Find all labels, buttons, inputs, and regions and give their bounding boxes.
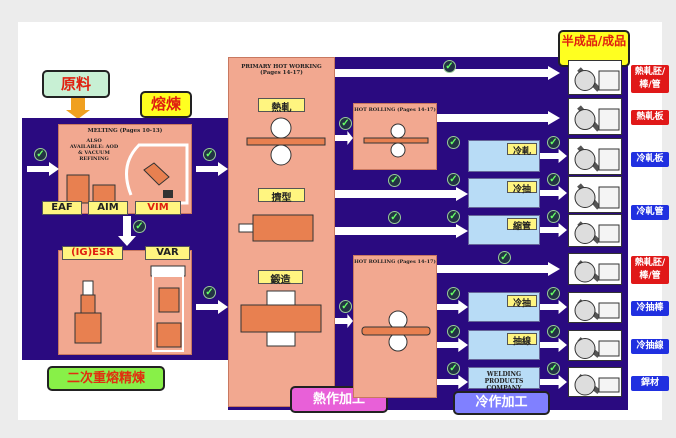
product-label: 冷抽棒 xyxy=(631,301,669,316)
down-arrow-icon xyxy=(66,110,90,119)
check-icon: ✓ xyxy=(547,210,560,223)
product-image xyxy=(568,176,622,213)
check-icon: ✓ xyxy=(447,325,460,338)
product-image xyxy=(568,253,622,285)
flow-arrow xyxy=(437,262,560,276)
method-aim: AIM xyxy=(88,201,128,215)
product-label: 熱軋胚/棒/管 xyxy=(631,65,669,93)
remelting-box xyxy=(58,250,192,355)
flow-arrow xyxy=(540,300,567,314)
process-hot-rolling: 熱軋 xyxy=(258,98,305,114)
check-icon: ✓ xyxy=(498,251,511,264)
flow-arrow xyxy=(437,111,560,125)
rolling-illustration xyxy=(363,123,429,158)
method-eaf: EAF xyxy=(42,201,82,215)
product-label: 熱軋板 xyxy=(631,110,669,125)
rolling-illustration xyxy=(361,310,431,352)
process-forging: 鍛造 xyxy=(258,270,303,286)
check-icon: ✓ xyxy=(447,287,460,300)
flow-arrow xyxy=(540,375,567,389)
cold-drawing-box: 冷抽 xyxy=(468,178,540,208)
method-var: VAR xyxy=(145,246,190,260)
hot-working-illustration xyxy=(238,117,326,347)
check-icon: ✓ xyxy=(443,60,456,73)
down-arrow-icon xyxy=(71,98,85,110)
process-label: 抽線 xyxy=(507,333,537,347)
product-image xyxy=(568,292,622,323)
check-icon: ✓ xyxy=(133,220,146,233)
cold-rolling-box: 冷軋 xyxy=(468,140,540,172)
primary-title: PRIMARY HOT WORKING (Pages 14-17) xyxy=(241,64,322,76)
check-icon: ✓ xyxy=(547,325,560,338)
process-label: 冷軋 xyxy=(507,143,537,157)
flow-arrow xyxy=(196,300,228,314)
flow-arrow xyxy=(335,66,560,80)
flow-arrow xyxy=(335,131,353,145)
product-image xyxy=(568,330,622,361)
check-icon: ✓ xyxy=(447,210,460,223)
flow-arrow xyxy=(540,223,567,237)
check-icon: ✓ xyxy=(339,117,352,130)
primary-hot-working-box: PRIMARY HOT WORKING (Pages 14-17) xyxy=(228,57,335,407)
check-icon: ✓ xyxy=(547,287,560,300)
flow-arrow xyxy=(540,186,567,200)
hot-working-label: 熱作加工 xyxy=(290,386,388,413)
process-label: 冷抽 xyxy=(507,181,537,195)
melting-title: MELTING (Pages 10-13) xyxy=(87,128,163,134)
method-ig-esr: (IG)ESR xyxy=(62,246,123,260)
flow-arrow xyxy=(335,224,468,238)
raw-material-label: 原料 xyxy=(42,70,110,98)
product-label: 冷軋板 xyxy=(631,152,669,167)
product-image xyxy=(568,138,622,175)
hot-rolling-title: HOT ROLLING (Pages 14-17) xyxy=(354,107,436,113)
check-icon: ✓ xyxy=(388,211,401,224)
flow-arrow xyxy=(540,338,567,352)
hot-rolling-box-2: HOT ROLLING (Pages 14-17) xyxy=(353,255,437,398)
flow-arrow xyxy=(196,162,228,176)
product-image xyxy=(568,60,622,95)
melting-note: ALSO AVAILABLE: AOD & VACUUM REFINING xyxy=(69,138,119,162)
check-icon: ✓ xyxy=(339,300,352,313)
hot-rolling-title: HOT ROLLING (Pages 14-17) xyxy=(354,259,436,265)
check-icon: ✓ xyxy=(547,362,560,375)
process-extrusion: 擠型 xyxy=(258,188,305,204)
process-label: 冷抽 xyxy=(507,295,537,309)
flow-arrow xyxy=(437,375,468,389)
check-icon: ✓ xyxy=(447,136,460,149)
method-vim: VIM xyxy=(135,201,181,215)
check-icon: ✓ xyxy=(547,136,560,149)
cold-drawing-box-2: 冷抽 xyxy=(468,292,540,322)
check-icon: ✓ xyxy=(447,173,460,186)
flow-arrow xyxy=(540,149,567,163)
cold-working-label: 冷作加工 xyxy=(453,391,550,415)
flow-arrow xyxy=(437,300,468,314)
check-icon: ✓ xyxy=(547,173,560,186)
product-image xyxy=(568,214,622,247)
process-label: 縮管 xyxy=(507,218,537,232)
product-label: 冷抽線 xyxy=(631,339,669,354)
wire-drawing-box: 抽線 xyxy=(468,330,540,360)
check-icon: ✓ xyxy=(34,148,47,161)
check-icon: ✓ xyxy=(203,286,216,299)
tube-reducing-box: 縮管 xyxy=(468,215,540,245)
check-icon: ✓ xyxy=(203,148,216,161)
product-image xyxy=(568,98,622,135)
remelting-illustration xyxy=(74,265,186,352)
flow-arrow xyxy=(27,162,59,176)
product-image xyxy=(568,367,622,397)
product-label: 熱軋胚/棒/管 xyxy=(631,256,669,284)
flow-arrow xyxy=(335,314,353,328)
secondary-remelting-label: 二次重熔精煉 xyxy=(47,366,165,391)
product-label: 銲材 xyxy=(631,376,669,391)
welding-box: WELDING PRODUCTS COMPANY xyxy=(468,367,540,392)
check-icon: ✓ xyxy=(447,362,460,375)
product-label: 冷軋管 xyxy=(631,205,669,220)
flow-arrow xyxy=(335,187,468,201)
flow-arrow xyxy=(437,338,468,352)
melting-label: 熔煉 xyxy=(140,91,192,118)
down-arrow-icon xyxy=(118,216,136,246)
hot-rolling-box-1: HOT ROLLING (Pages 14-17) xyxy=(353,103,437,170)
welding-label: WELDING PRODUCTS COMPANY xyxy=(484,371,524,392)
check-icon: ✓ xyxy=(388,174,401,187)
